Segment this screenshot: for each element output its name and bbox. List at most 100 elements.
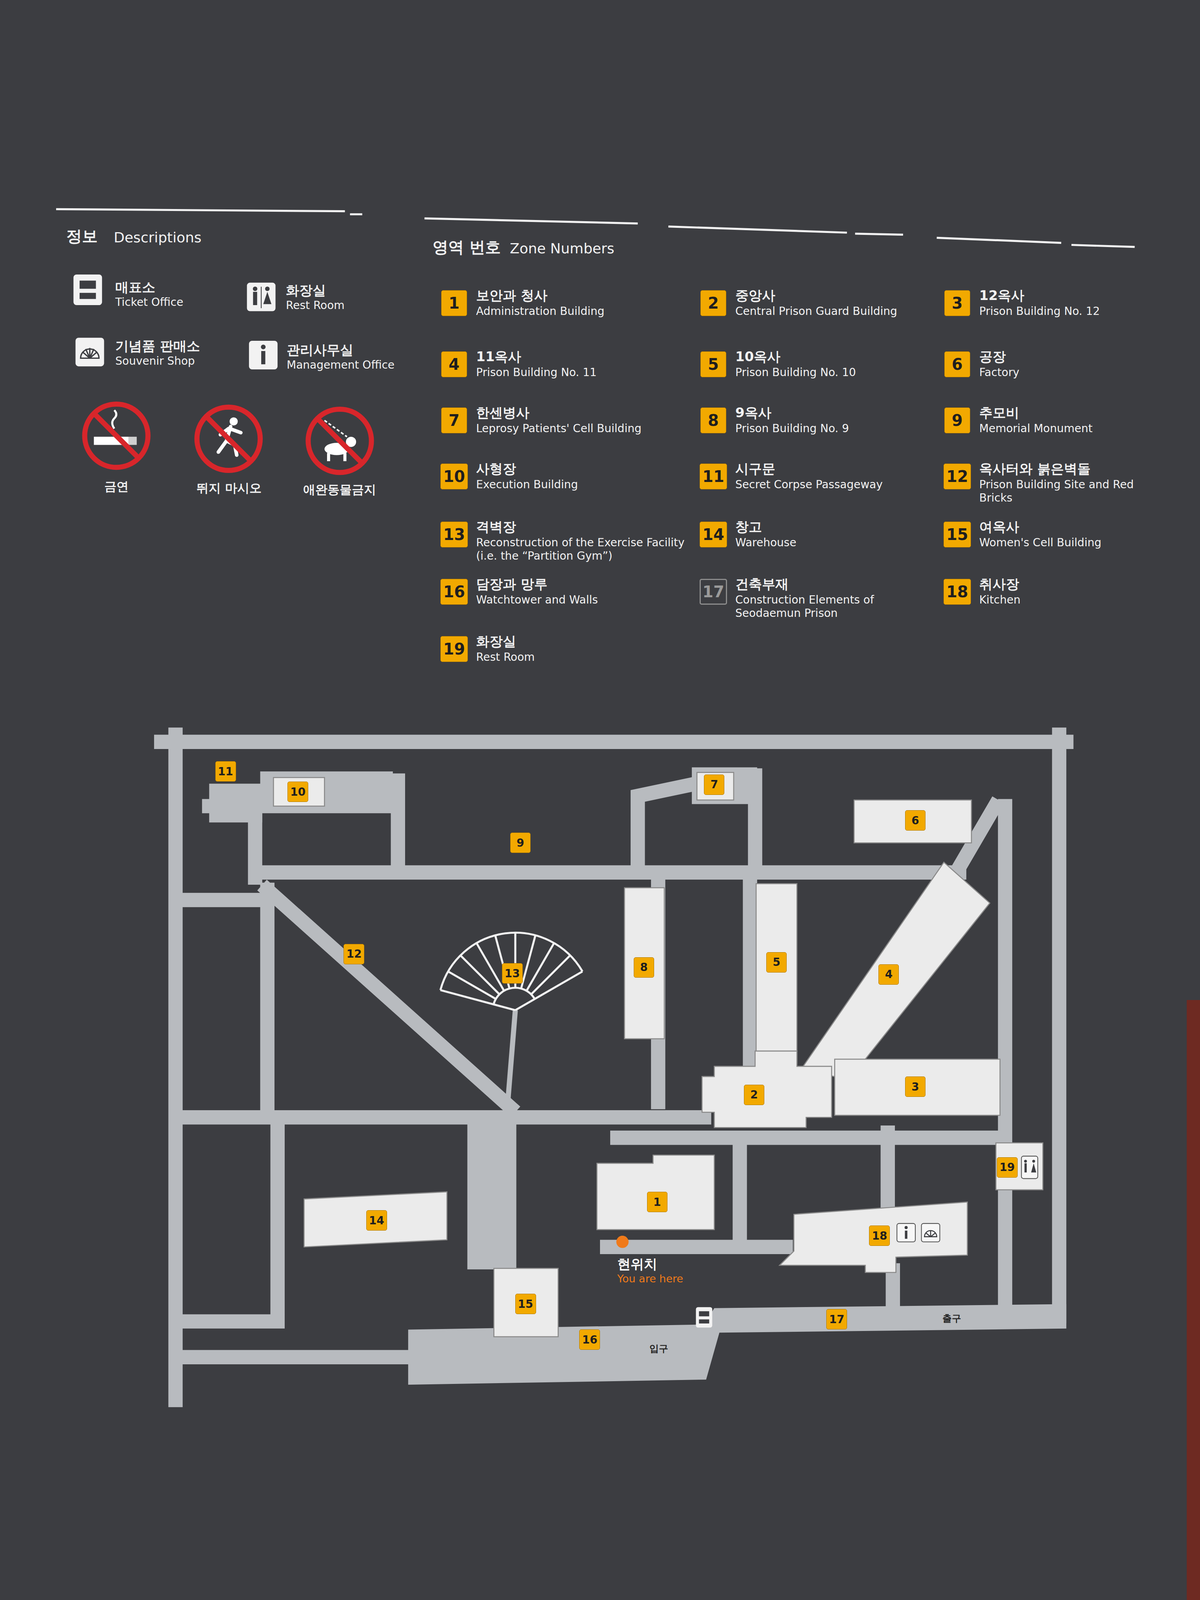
zone-number: 5 <box>772 955 780 969</box>
souvenir-icon <box>80 347 100 359</box>
facility-name-en: Reconstruction of the Exercise Facility … <box>476 536 696 563</box>
zone-number-badge: 11 <box>699 463 728 490</box>
zone-number-badge: 16 <box>440 578 468 605</box>
facility-name-ko: 옥사터와 붉은벽돌 <box>979 460 1091 477</box>
facility-name-en: Kitchen <box>979 593 1021 607</box>
header-rule <box>668 226 847 233</box>
sign-frame <box>1186 1000 1200 1600</box>
zone-number: 6 <box>951 355 963 374</box>
zone-number-badge: 1 <box>441 290 468 317</box>
map-number-badge: 10 <box>287 781 309 802</box>
facility-name-en: Leprosy Patients' Cell Building <box>476 421 642 436</box>
ticket-icon <box>698 1319 710 1324</box>
map-number-badge: 4 <box>878 964 899 985</box>
zone-number: 10 <box>290 785 306 799</box>
map-number-badge: 2 <box>743 1084 765 1106</box>
map-number-badge: 17 <box>826 1309 848 1330</box>
restroom-icon <box>247 282 276 312</box>
map-number-badge: 13 <box>501 963 523 984</box>
exercise-fan-outline <box>440 932 583 1011</box>
you-are-here-label: You are here <box>615 1272 685 1286</box>
facility-name-ko: 담장과 망루 <box>476 576 548 593</box>
zone-number: 15 <box>946 525 969 544</box>
zone-number: 13 <box>443 525 466 544</box>
section-heading: Zone Numbers <box>509 240 615 257</box>
zone-number: 15 <box>518 1297 534 1311</box>
no-pets-sign <box>308 409 372 473</box>
zone-number: 9 <box>951 411 963 430</box>
zone-number: 10 <box>443 467 466 486</box>
prison-building <box>801 862 990 1080</box>
map-number-badge: 15 <box>515 1293 537 1315</box>
no-running-sign <box>196 407 260 471</box>
zone-number: 19 <box>999 1160 1015 1174</box>
facility-name-en: Prison Building No. 9 <box>735 421 850 436</box>
facility-name-en: Administration Building <box>476 304 605 319</box>
zone-number-badge: 7 <box>441 407 468 434</box>
facility-name-en: Watchtower and Walls <box>476 593 599 607</box>
info-icon <box>896 1223 916 1242</box>
map-number-badge: 14 <box>366 1210 388 1231</box>
map-number-badge: 7 <box>703 774 725 795</box>
souvenir-icon <box>921 1223 940 1242</box>
map-number-badge: 1 <box>647 1191 668 1213</box>
restroom-icon <box>247 282 276 312</box>
zone-number: 7 <box>710 778 719 791</box>
zone-number: 12 <box>946 467 969 486</box>
entrance-label: 입구 <box>647 1343 670 1355</box>
prison-building <box>303 1191 447 1248</box>
zone-number-badge: 14 <box>699 521 728 548</box>
zone-number: 1 <box>653 1195 661 1209</box>
you-are-here-label: 현위치 <box>615 1256 659 1273</box>
icon-caption-en: Souvenir Shop <box>115 354 195 368</box>
zone-number: 16 <box>443 582 466 601</box>
zone-number: 14 <box>369 1214 385 1228</box>
facility-name-en: Factory <box>979 365 1020 380</box>
zone-number: 11 <box>218 765 234 779</box>
icon-caption-en: Ticket Office <box>115 295 184 310</box>
no-smoking-sign <box>84 403 148 468</box>
facility-name-ko: 격벽장 <box>476 518 517 535</box>
zone-number: 19 <box>443 640 466 659</box>
prohibition-caption: 금연 <box>104 479 129 494</box>
facility-name-en: Warehouse <box>735 536 797 550</box>
zone-number: 12 <box>346 947 362 961</box>
zone-number: 1 <box>448 294 460 313</box>
ticket-icon <box>73 274 102 306</box>
map-road <box>161 734 1067 1400</box>
zone-number-badge: 4 <box>441 351 468 378</box>
zone-number-badge: 3 <box>944 290 971 317</box>
zone-number: 17 <box>702 582 725 601</box>
no-running-sign <box>229 417 238 426</box>
zone-number: 16 <box>581 1333 598 1347</box>
no-running-sign <box>206 416 251 462</box>
ticket-icon <box>79 292 97 300</box>
facility-name-ko: 건축부재 <box>735 576 789 593</box>
map-number-badge: 3 <box>905 1076 926 1097</box>
facility-name-ko: 창고 <box>735 518 762 535</box>
zone-number-badge: 15 <box>943 521 971 548</box>
map-road <box>467 1110 517 1270</box>
no-running-sign <box>196 407 260 471</box>
no-smoking-sign <box>84 403 148 468</box>
info-icon <box>249 340 278 370</box>
map-number-badge: 9 <box>510 832 531 853</box>
icon-caption-ko: 매표소 <box>115 279 156 296</box>
facility-name-ko: 한센병사 <box>476 404 530 421</box>
ticket-icon <box>698 1311 710 1317</box>
prison-building <box>996 1142 1044 1190</box>
zone-number-badge: 19 <box>440 636 468 662</box>
zone-number-badge: 2 <box>700 290 727 317</box>
souvenir-icon <box>75 337 105 367</box>
ticket-icon <box>696 1307 713 1328</box>
facility-name-en: Women's Cell Building <box>979 536 1102 550</box>
info-icon <box>249 340 278 370</box>
prison-building <box>596 1155 715 1230</box>
restroom-icon <box>1021 1156 1039 1179</box>
restroom-icon <box>252 291 257 306</box>
header-rule <box>936 237 1062 243</box>
map-number-badge: 18 <box>869 1225 890 1246</box>
icon-caption-ko: 화장실 <box>285 282 326 299</box>
facility-name-en: Prison Building Site and Red Bricks <box>979 478 1152 505</box>
souvenir-icon <box>75 337 105 367</box>
